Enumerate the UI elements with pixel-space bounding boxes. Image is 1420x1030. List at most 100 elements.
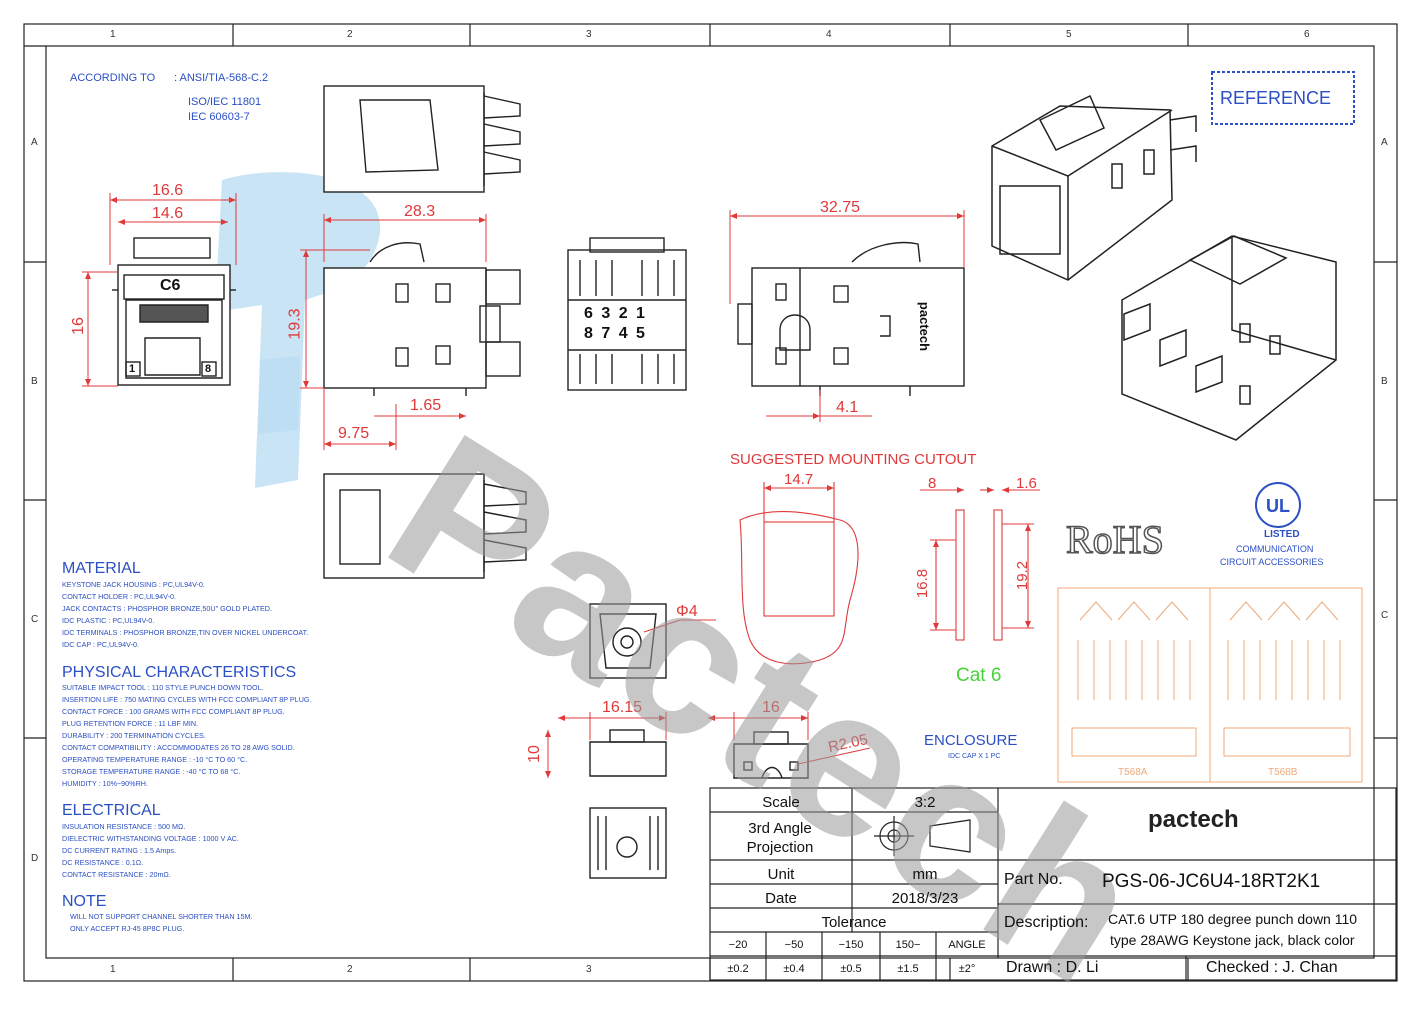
unit-label: Unit xyxy=(767,866,795,883)
tol-range-2: −50 xyxy=(784,939,804,951)
dim-overall-width: 16.6 xyxy=(152,182,184,199)
material-line: IDC CAP : PC,UL94V-0. xyxy=(62,640,139,649)
material-list: KEYSTONE JACK HOUSING : PC,UL94V-0. CONT… xyxy=(62,579,308,651)
enclosure-sub: IDC CAP X 1 PC xyxy=(948,753,1001,760)
idc-cap-views xyxy=(589,603,809,879)
t568b-label: T568B xyxy=(1268,767,1298,778)
physical-line: PLUG RETENTION FORCE : 11 LBF MIN. xyxy=(62,719,199,728)
dim-side-length: 28.3 xyxy=(404,203,436,220)
dim-side-height: 19.3 xyxy=(286,308,304,340)
zone-col-2: 2 xyxy=(347,29,353,40)
zone-col-3-bottom: 3 xyxy=(586,964,592,975)
svg-text:UL: UL xyxy=(1266,496,1290,516)
title-block-logo: pactech xyxy=(1148,806,1239,833)
ul-line-2: CIRCUIT ACCESSORIES xyxy=(1220,557,1324,567)
scale-label: Scale xyxy=(762,794,800,811)
zone-col-1-bottom: 1 xyxy=(110,964,116,975)
tol-range-1: −20 xyxy=(728,939,748,951)
zone-col-3: 3 xyxy=(586,29,592,40)
material-line: IDC TERMINALS : PHOSPHOR BRONZE,TIN OVER… xyxy=(62,628,309,637)
right-side-view-drawing xyxy=(737,241,965,396)
physical-line: HUMIDITY : 10%~90%RH. xyxy=(62,779,148,788)
ul-line-1: COMMUNICATION xyxy=(1236,544,1314,554)
description-line-2: type 28AWG Keystone jack, black color xyxy=(1110,932,1355,948)
ul-listed: LISTED xyxy=(1264,529,1300,540)
description-label: Description: xyxy=(1004,914,1089,931)
cutout-title: SUGGESTED MOUNTING CUTOUT xyxy=(730,451,977,468)
zone-col-1: 1 xyxy=(110,29,116,40)
rohs-mark: RoHS xyxy=(1065,517,1164,562)
zone-row-a-right: A xyxy=(1381,137,1388,148)
tol-range-3: −150 xyxy=(838,939,864,951)
material-line: JACK CONTACTS : PHOSPHOR BRONZE,50U" GOL… xyxy=(62,604,272,613)
zone-row-b-right: B xyxy=(1381,376,1388,387)
according-to-label: ACCORDING TO xyxy=(70,72,156,84)
material-line: CONTACT HOLDER : PC,UL94V-0. xyxy=(62,592,176,601)
side-view-logo: pactech xyxy=(917,301,933,352)
dim-cap-width: 16.15 xyxy=(602,699,643,716)
scale-value: 3:2 xyxy=(914,794,936,811)
tol-range-4: 150− xyxy=(895,939,921,951)
electrical-list: INSULATION RESISTANCE : 500 MΩ. DIELECTR… xyxy=(62,821,239,881)
standard-iso: ISO/IEC 11801 xyxy=(188,96,262,108)
zone-col-2-bottom: 2 xyxy=(347,964,353,975)
physical-line: OPERATING TEMPERATURE RANGE : -10 °C TO … xyxy=(62,755,248,764)
electrical-line: INSULATION RESISTANCE : 500 MΩ. xyxy=(62,822,186,831)
physical-line: STORAGE TEMPERATURE RANGE : -40 °C TO 68… xyxy=(62,767,241,776)
material-line: KEYSTONE JACK HOUSING : PC,UL94V-0. xyxy=(62,580,205,589)
rear-view-drawing xyxy=(567,237,687,391)
dim-cap2-width: 16 xyxy=(762,699,780,716)
side-view-drawing xyxy=(323,242,521,396)
zone-row-a: A xyxy=(31,137,38,148)
standard-ansi: : ANSI/TIA-568-C.2 xyxy=(174,72,269,84)
zone-row-b: B xyxy=(31,376,38,387)
date-label: Date xyxy=(765,890,797,907)
tol-value-3: ±0.5 xyxy=(840,963,862,975)
category-label: Cat 6 xyxy=(956,665,1002,686)
physical-line: CONTACT FORCE : 100 GRAMS WITH FCC COMPL… xyxy=(62,707,285,716)
dim-total-length: 32.75 xyxy=(820,199,861,216)
wiring-digits-top: 6 3 2 1 xyxy=(584,305,647,322)
wiring-digits-bottom: 8 7 4 5 xyxy=(584,325,647,342)
material-line: IDC PLASTIC : PC,UL94V-0. xyxy=(62,616,155,625)
pin-label-right: 8 xyxy=(205,363,212,375)
t568a-label: T568A xyxy=(1118,767,1148,778)
note-line: ONLY ACCEPT RJ-45 8P8C PLUG. xyxy=(70,924,185,933)
dim-step: 1.65 xyxy=(410,397,442,414)
physical-title: PHYSICAL CHARACTERISTICS xyxy=(62,664,297,681)
bottom-view-drawing xyxy=(323,473,527,579)
dim-panel-gap-a: 8 xyxy=(928,475,937,492)
dim-cutout-width: 14.7 xyxy=(784,471,814,488)
title-block-grid xyxy=(709,787,1397,981)
top-view-drawing xyxy=(323,85,521,193)
zone-row-d: D xyxy=(31,853,39,864)
description-line-1: CAT.6 UTP 180 degree punch down 110 xyxy=(1108,911,1358,927)
dimension-lines xyxy=(82,193,965,778)
projection-label: 3rd Angle Projection xyxy=(746,820,814,856)
mounting-cutout-drawing xyxy=(739,482,1040,665)
reference-stamp: REFERENCE xyxy=(1220,88,1332,108)
electrical-title: ELECTRICAL xyxy=(62,802,161,819)
dim-rear-offset: 4.1 xyxy=(836,399,859,416)
dim-panel-height: 19.2 xyxy=(1014,560,1032,591)
zone-col-4: 4 xyxy=(826,29,832,40)
dim-cutout-height: 16.8 xyxy=(914,568,932,599)
physical-list: SUITABLE IMPACT TOOL : 110 STYLE PUNCH D… xyxy=(62,682,311,790)
note-title: NOTE xyxy=(62,893,107,910)
material-title: MATERIAL xyxy=(62,560,141,577)
technical-drawing: UL xyxy=(23,23,1398,982)
t568-wiring-diagram xyxy=(1057,587,1363,783)
zone-row-c-right: C xyxy=(1381,610,1389,621)
dim-offset: 9.75 xyxy=(338,425,370,442)
enclosure-title: ENCLOSURE xyxy=(924,732,1018,749)
unit-value: mm xyxy=(912,866,938,883)
physical-line: CONTACT COMPATIBILITY : ACCOMMODATES 26 … xyxy=(62,743,295,752)
note-line: WILL NOT SUPPORT CHANNEL SHORTER THAN 15… xyxy=(70,912,253,921)
electrical-line: CONTACT RESISTANCE : 20mΩ. xyxy=(62,870,171,879)
electrical-line: DC RESISTANCE : 0.1Ω. xyxy=(62,858,144,867)
dim-panel-gap-b: 1.6 xyxy=(1016,475,1037,492)
zone-row-c: C xyxy=(31,614,39,625)
tolerance-label: Tolerance xyxy=(821,914,887,931)
dim-inner-width: 14.6 xyxy=(152,205,184,222)
reference-stamp-border xyxy=(1211,71,1355,125)
